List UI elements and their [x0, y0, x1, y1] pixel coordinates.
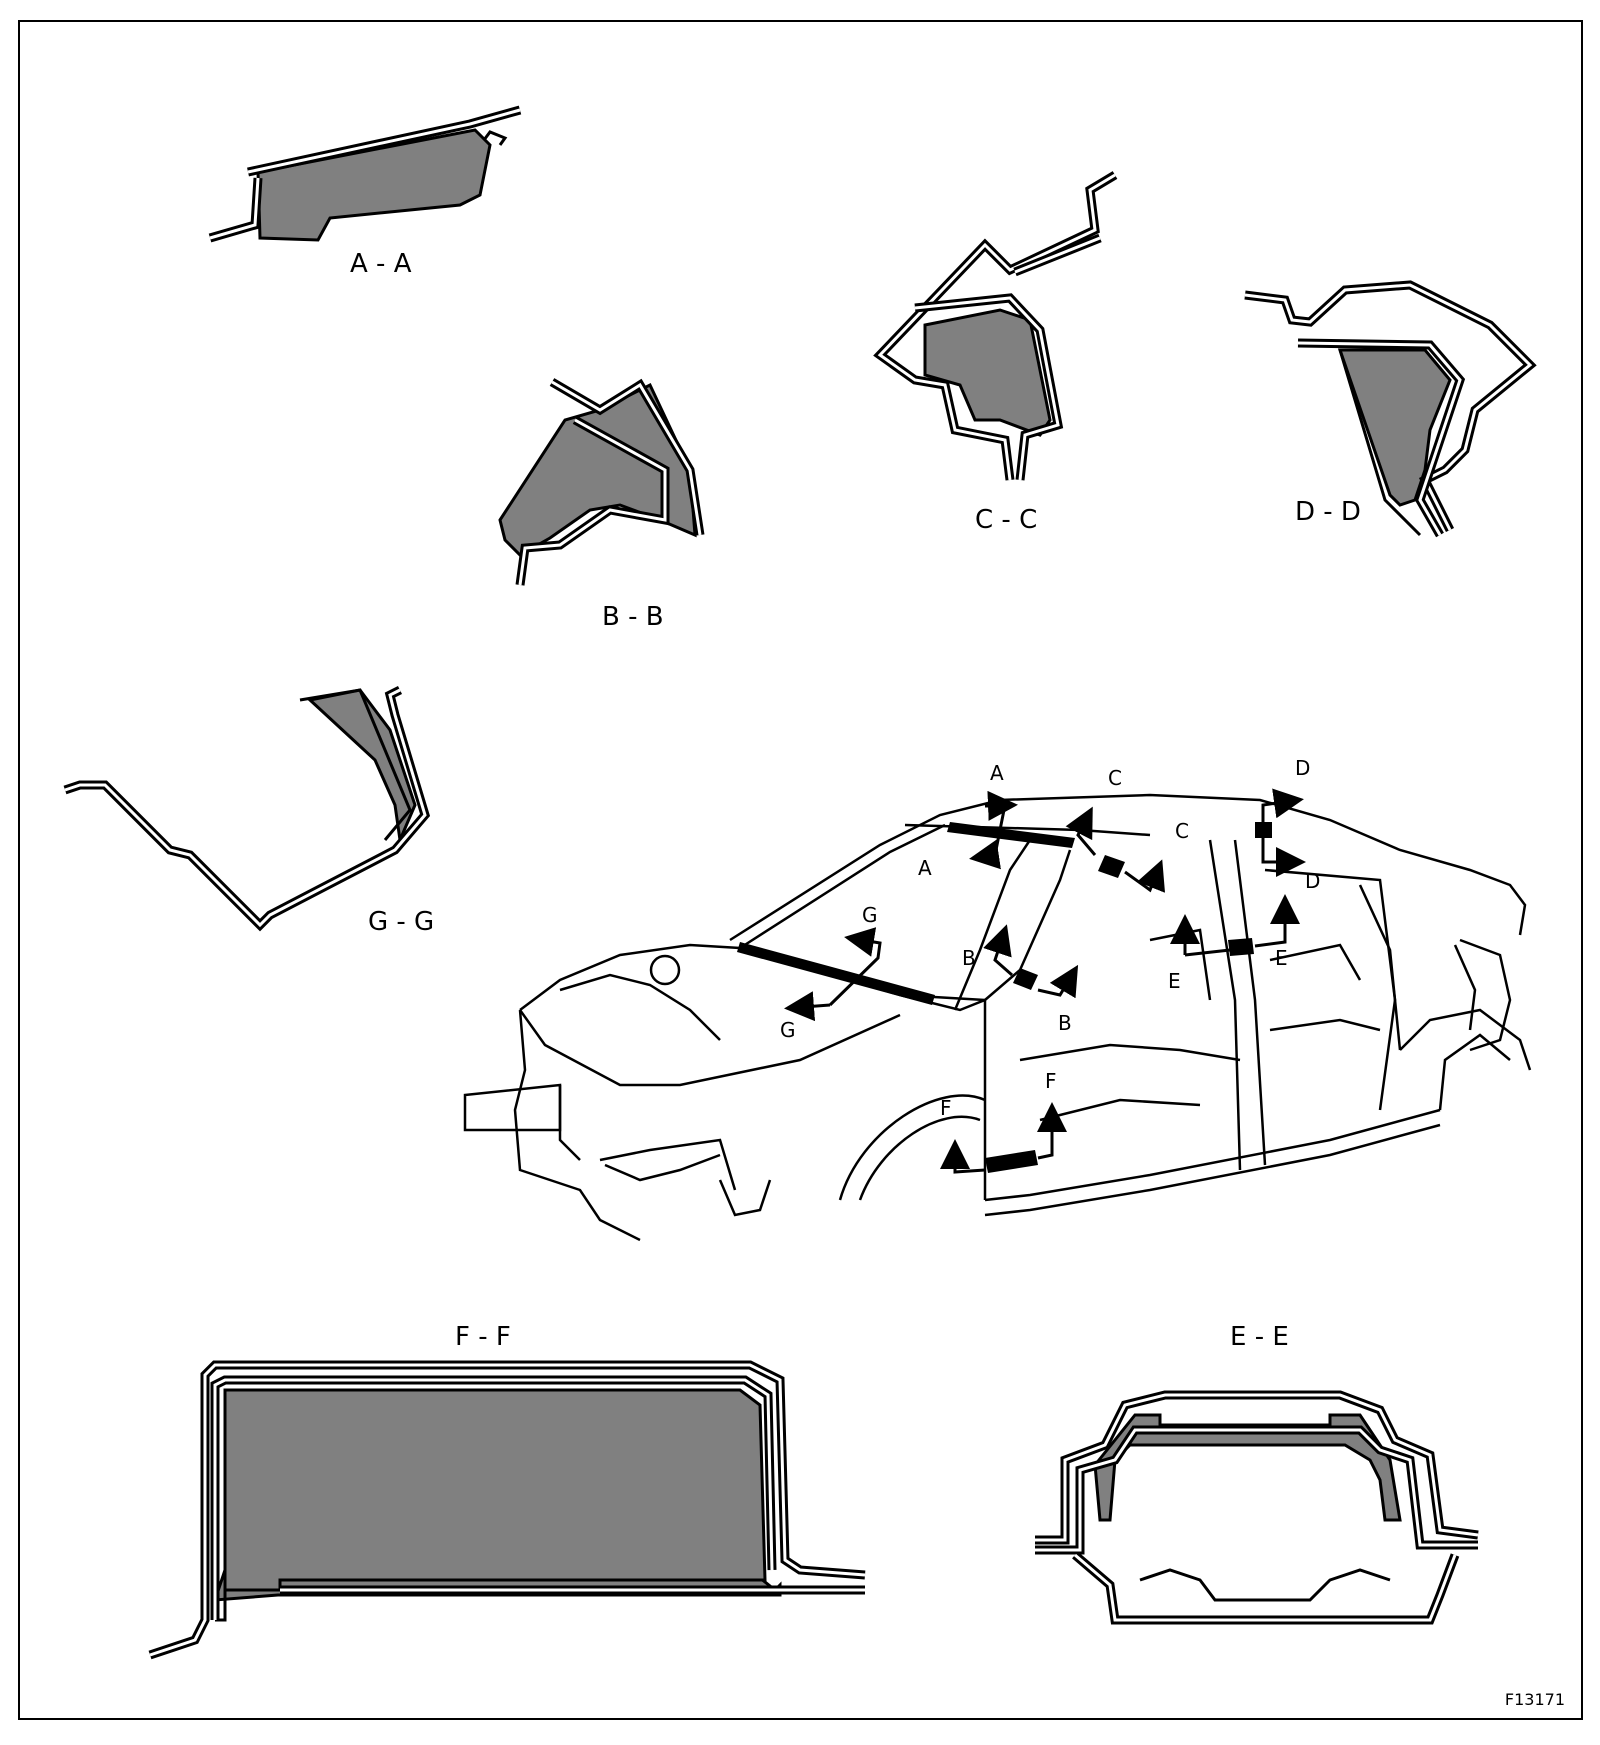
callout-d-lower: D: [1305, 869, 1320, 893]
label-b-b: B - B: [602, 602, 664, 632]
callout-d-top: D: [1295, 756, 1310, 780]
callout-g-top: G: [862, 903, 878, 927]
label-c-c: C - C: [975, 505, 1037, 535]
callout-letters: A A C C D D E E B B G G F F: [780, 756, 1320, 1120]
reinforcement-marks: [737, 822, 1272, 1173]
section-a-a: A - A: [208, 105, 522, 279]
label-e-e: E - E: [1230, 1322, 1289, 1352]
callout-b-lower: B: [1058, 1011, 1072, 1035]
callout-c-lower: C: [1175, 819, 1189, 843]
section-b-b: B - B: [498, 378, 705, 632]
section-e-e: E - E: [1035, 1322, 1479, 1625]
callout-e-right: E: [1275, 946, 1288, 970]
label-g-g: G - G: [368, 907, 434, 937]
callout-f-right: F: [1045, 1069, 1057, 1093]
callout-g-bottom: G: [780, 1018, 796, 1042]
label-a-a: A - A: [350, 249, 412, 279]
callout-e-left: E: [1168, 969, 1181, 993]
section-cut-lines: [784, 788, 1306, 1174]
section-c-c: C - C: [873, 171, 1118, 535]
section-f-f: F - F: [148, 1322, 866, 1660]
car-body-shell: [463, 793, 1532, 1242]
label-d-d: D - D: [1295, 497, 1361, 527]
label-f-f: F - F: [455, 1322, 511, 1352]
callout-f-left: F: [940, 1096, 952, 1120]
section-g-g: G - G: [63, 685, 434, 937]
figure-id: F13171: [1505, 1690, 1565, 1709]
callout-b-upper: B: [962, 946, 976, 970]
drawing-frame: [18, 20, 1583, 1720]
callout-a-top: A: [990, 761, 1004, 785]
section-d-d: D - D: [1244, 280, 1537, 538]
callout-a-bottom: A: [918, 856, 932, 880]
callout-c-top: C: [1108, 766, 1122, 790]
